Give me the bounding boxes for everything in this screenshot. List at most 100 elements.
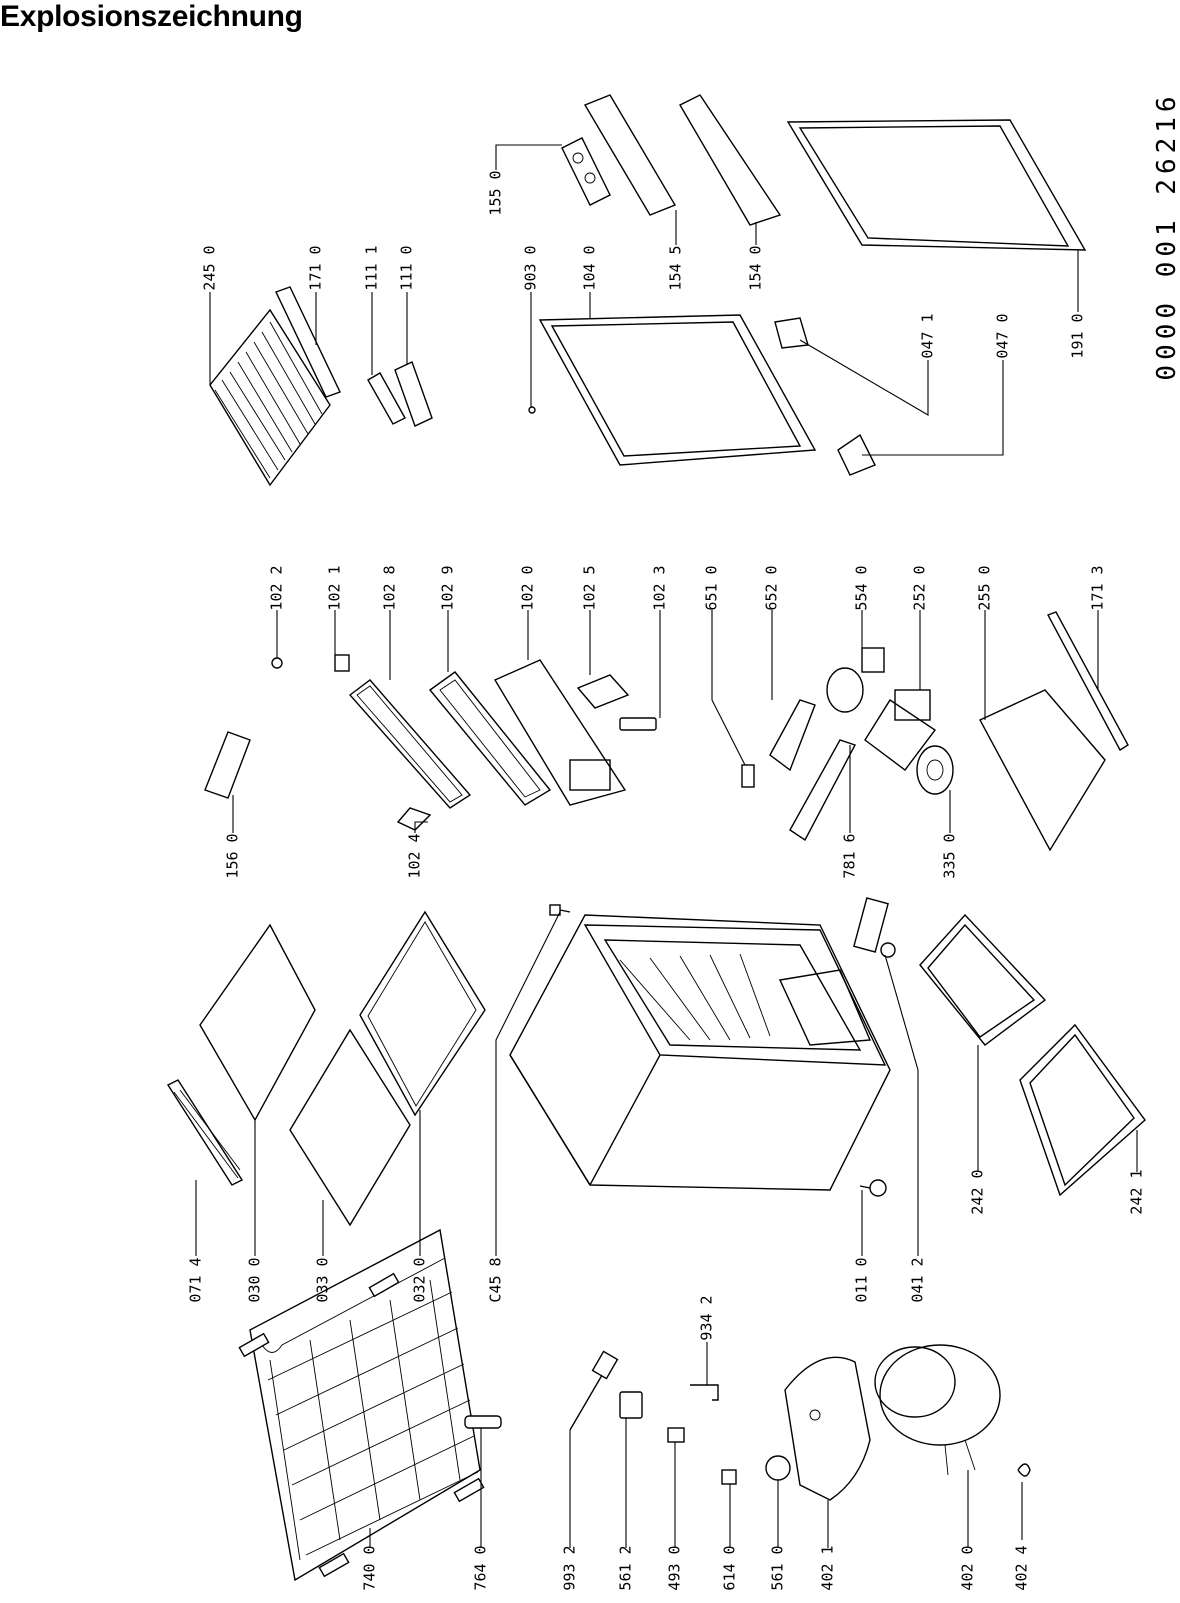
leader-651-0 xyxy=(711,610,746,766)
shelf-trim-171-0 xyxy=(275,286,341,398)
part-label-242-0: 242 0 xyxy=(969,1169,987,1214)
part-label-993-2: 993 2 xyxy=(561,1545,579,1590)
part-label-C45-8: C45 8 xyxy=(487,1257,505,1302)
small-part-102-4 xyxy=(396,807,432,831)
overload-493 xyxy=(667,1427,685,1443)
part-label-030-0: 030 0 xyxy=(246,1257,264,1302)
leader-C45-8 xyxy=(495,911,561,1256)
page-title: Explosionszeichnung xyxy=(0,0,303,33)
door-balcony-154-0 xyxy=(679,94,782,226)
part-label-171-0: 171 0 xyxy=(307,245,325,290)
part-label-561-0: 561 0 xyxy=(769,1545,787,1590)
part-label-156-0: 156 0 xyxy=(224,833,242,878)
thermostat-housing-252 xyxy=(864,689,937,771)
part-label-032-0: 032 0 xyxy=(411,1257,429,1302)
part-label-764-0: 764 0 xyxy=(472,1545,490,1590)
part-label-102-3: 102 3 xyxy=(651,565,669,610)
grille-071 xyxy=(166,1079,244,1186)
flap-102-9 xyxy=(428,671,552,806)
part-label-614-0: 614 0 xyxy=(721,1545,739,1590)
part-label-402-4: 402 4 xyxy=(1013,1545,1031,1590)
door-gasket-191 xyxy=(786,119,1087,251)
part-label-041-2: 041 2 xyxy=(909,1257,927,1302)
leader-155-0 xyxy=(495,144,562,170)
part-label-111-0: 111 0 xyxy=(398,245,416,290)
leader-lines xyxy=(195,144,1138,1548)
switch-652 xyxy=(769,699,816,772)
part-label-104-0: 104 0 xyxy=(581,245,599,290)
part-label-242-1: 242 1 xyxy=(1128,1169,1146,1214)
part-111-0 xyxy=(394,361,433,427)
leader-047-1 xyxy=(799,339,929,416)
part-label-335-0: 335 0 xyxy=(941,833,959,878)
clip-614 xyxy=(721,1469,737,1485)
filter-dryer-764 xyxy=(464,1415,502,1429)
part-label-255-0: 255 0 xyxy=(976,565,994,610)
part-label-740-0: 740 0 xyxy=(361,1545,379,1590)
egg-holder-155 xyxy=(561,137,611,206)
compressor-402-0 xyxy=(874,1344,1001,1476)
part-label-102-0: 102 0 xyxy=(519,565,537,610)
grommet-402-4 xyxy=(1017,1463,1031,1477)
screw-C45 xyxy=(549,904,571,916)
part-label-402-0: 402 0 xyxy=(959,1545,977,1590)
small-part-102-2 xyxy=(271,657,283,669)
part-label-071-4: 071 4 xyxy=(187,1257,205,1302)
small-part-102-1 xyxy=(334,654,350,672)
part-label-554-0: 554 0 xyxy=(853,565,871,610)
glass-shelf-033 xyxy=(289,1028,411,1227)
screw-903 xyxy=(528,406,536,414)
foot-011 xyxy=(859,1179,887,1197)
hinge-pin-047-0 xyxy=(837,433,876,476)
thermostat-knob-554 xyxy=(826,647,885,713)
shelf-255 xyxy=(979,689,1106,852)
crisper-242-0 xyxy=(919,913,1047,1046)
part-label-102-1: 102 1 xyxy=(326,565,344,610)
part-label-102-5: 102 5 xyxy=(581,565,599,610)
wire-shelf-245 xyxy=(209,308,331,487)
bracket-934 xyxy=(690,1384,719,1401)
part-label-903-0: 903 0 xyxy=(522,245,540,290)
part-label-102-2: 102 2 xyxy=(268,565,286,610)
part-label-252-0: 252 0 xyxy=(911,565,929,610)
part-label-934-2: 934 2 xyxy=(698,1295,716,1340)
leader-041-2 xyxy=(884,954,919,1256)
gasket-102-8 xyxy=(348,679,472,809)
shelf-trim-171-3 xyxy=(1047,611,1129,751)
part-label-011-0: 011 0 xyxy=(853,1257,871,1302)
hinge-102-3 xyxy=(619,717,657,731)
knob-335 xyxy=(916,745,954,795)
hinge-pin-047-1 xyxy=(774,317,809,349)
drip-tray-402-1 xyxy=(784,1356,871,1501)
part-label-154-5: 154 5 xyxy=(667,245,685,290)
part-label-047-1: 047 1 xyxy=(919,313,937,358)
part-label-171-3: 171 3 xyxy=(1089,565,1107,610)
rail-781 xyxy=(789,739,857,842)
glass-shelf-030 xyxy=(199,923,316,1122)
label-102-5 xyxy=(576,674,630,709)
part-label-047-0: 047 0 xyxy=(994,313,1012,358)
part-label-245-0: 245 0 xyxy=(201,245,219,290)
cover-561-0 xyxy=(765,1455,791,1481)
part-111-1 xyxy=(367,372,406,425)
part-label-102-9: 102 9 xyxy=(439,565,457,610)
part-label-781-6: 781 6 xyxy=(841,833,859,878)
part-label-652-0: 652 0 xyxy=(763,565,781,610)
lamp-651 xyxy=(741,764,755,788)
part-label-154-0: 154 0 xyxy=(747,245,765,290)
glass-shelf-frame-032 xyxy=(359,910,486,1117)
evaporator-door-102-0 xyxy=(493,659,627,806)
part-label-111-1: 111 1 xyxy=(363,245,381,290)
cabinet-C45 xyxy=(509,914,891,1191)
part-label-191-0: 191 0 xyxy=(1069,313,1087,358)
relay-561-2 xyxy=(619,1391,643,1419)
door-balcony-154-5 xyxy=(583,94,677,216)
egg-tray-156 xyxy=(204,731,251,799)
part-label-102-8: 102 8 xyxy=(381,565,399,610)
hinge-041 xyxy=(853,897,896,958)
part-label-102-4: 102 4 xyxy=(406,833,424,878)
leader-102-4 xyxy=(414,821,428,833)
freezer-door-104 xyxy=(538,314,817,466)
